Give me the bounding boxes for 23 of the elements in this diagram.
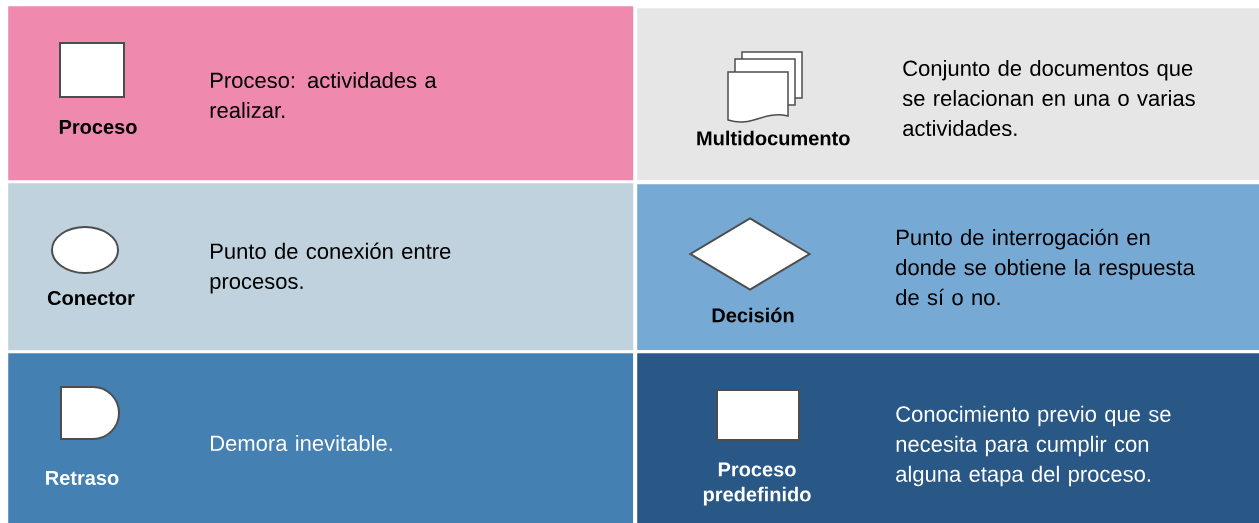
symbol-label: Retraso [46, 471, 119, 485]
description-text: Conjunto de documentos que se relacionan en una o varias actividades. [902, 59, 1195, 137]
description-text: Punto de interrogación en donde se obtiene la respuesta de sí o no. [896, 228, 1195, 306]
symbol-label: Proceso predefinido [703, 462, 811, 506]
description-text: Proceso: actividades a realizar. [210, 71, 437, 119]
table-cell [8, 353, 634, 523]
delay-symbol [60, 386, 120, 440]
table-cell [8, 6, 634, 181]
symbol-label: Conector [47, 290, 135, 306]
symbol-label: Decisión [712, 307, 794, 323]
description-text: Demora inevitable. [211, 434, 392, 452]
process-symbol [59, 42, 125, 98]
symbol-label: Multidocumento [697, 130, 850, 146]
description-text: Conocimiento previo que se necesita para cumplir con alguna etapa del proceso. [896, 405, 1171, 487]
description-text: Punto de conexión entre procesos. [210, 242, 451, 294]
table-cell [637, 8, 1259, 181]
symbol-label: Proceso [59, 120, 137, 134]
table-cell [637, 184, 1259, 351]
table-cell [637, 353, 1259, 523]
table-cell [8, 183, 634, 351]
connector-symbol [51, 226, 119, 274]
process-symbol [716, 389, 800, 441]
multidocument-symbol [727, 51, 803, 123]
